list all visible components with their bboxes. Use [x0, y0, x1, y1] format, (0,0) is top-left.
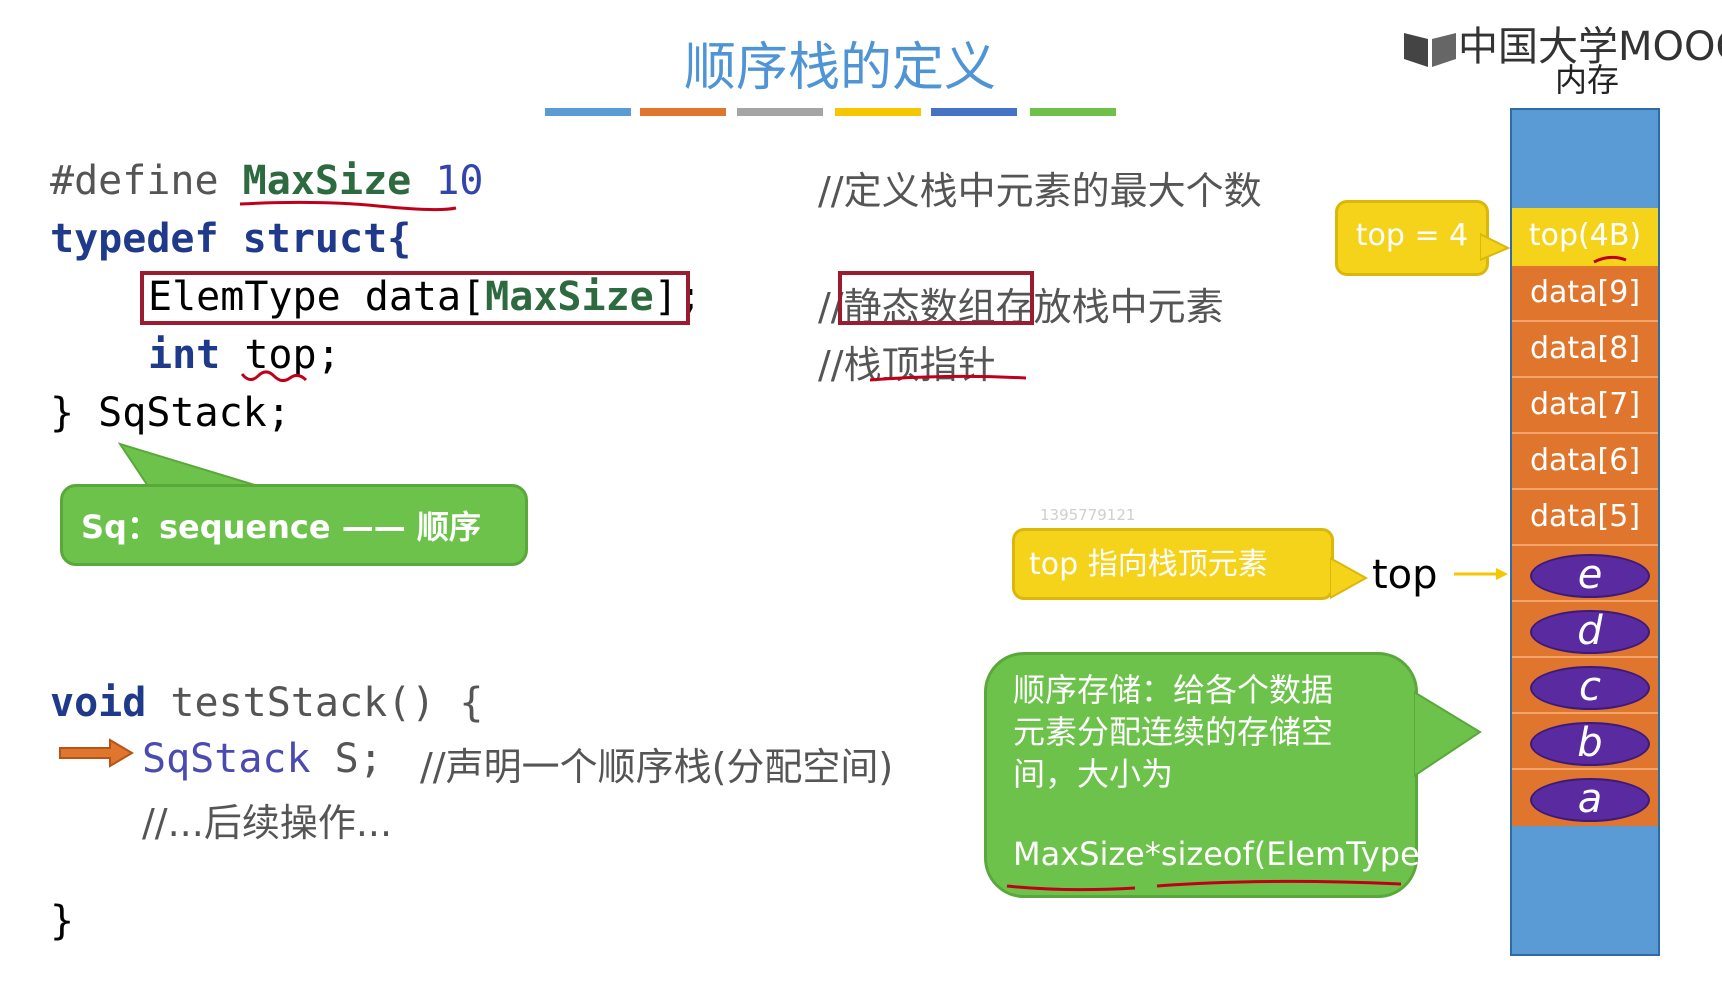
title-bar-segment [640, 108, 726, 116]
title-bar-segment [737, 108, 823, 116]
code-line-void: void testStack() { [50, 680, 484, 726]
memory-label: 内存 [1555, 61, 1620, 99]
arrow-right-icon [59, 738, 134, 768]
stack-element: d [1530, 610, 1650, 654]
code-line-close: } SqStack; [50, 390, 291, 436]
stack-cell-data: data[6] [1512, 434, 1658, 490]
code-line-final-brace: } [50, 898, 75, 944]
sq-callout-pointer [118, 442, 259, 487]
stack-cell-data: data[7] [1512, 378, 1658, 434]
static-array-highlight-box [838, 271, 1034, 325]
declare-var: S; [334, 736, 383, 782]
define-name: MaxSize [242, 158, 412, 204]
title-bar-segment [931, 108, 1017, 116]
stack-cell-top: top(4B) [1512, 208, 1658, 266]
title-bar-segment [1030, 108, 1116, 116]
define-keyword: #define [50, 158, 219, 204]
storage-callout-pointer [1414, 690, 1482, 778]
field-data: data [364, 274, 462, 320]
code-line-declare: SqStack S; [142, 736, 383, 782]
logo-text: 中国大学MOOC [1458, 24, 1722, 70]
title-bar-segment [545, 108, 631, 116]
storage-line-2: 元素分配连续的存储空 [1013, 713, 1334, 751]
define-comment: //定义栈中元素的最大个数 [818, 169, 1262, 213]
storage-formula: MaxSize*sizeof(ElemType) [1013, 835, 1433, 873]
function-name: testStack() { [170, 680, 484, 726]
top-comment-prefix: // [818, 343, 844, 387]
title-bar-segment [835, 108, 921, 116]
top-field-name: top [244, 332, 317, 378]
later-ops-comment: //...后续操作... [142, 801, 393, 845]
top-value-callout-pointer [1480, 232, 1510, 262]
void-keyword: void [50, 680, 147, 726]
define-value: 10 [435, 158, 484, 204]
stack-cell-data: data[5] [1512, 490, 1658, 546]
field-type: ElemType [148, 274, 341, 320]
top-value-callout: top = 4 [1335, 200, 1489, 276]
field-highlight-box [140, 271, 690, 325]
code-line-define: #define MaxSize 10 [50, 158, 484, 204]
top-comment-underlined: 栈顶指针 [843, 343, 996, 387]
sq-callout: Sq：sequence —— 顺序 [60, 484, 528, 566]
field-close-bracket: ]; [653, 274, 702, 320]
stack-element: b [1530, 722, 1650, 766]
storage-line-3: 间，大小为 [1013, 755, 1174, 793]
storage-line-1: 顺序存储：给各个数据 [1013, 671, 1334, 709]
mooc-logo: 中国大学MOOC [1402, 14, 1722, 72]
stack-element: e [1530, 554, 1650, 598]
storage-callout: 顺序存储：给各个数据 元素分配连续的存储空 间，大小为 MaxSize*size… [984, 652, 1433, 898]
stack-cell-data: data[8] [1512, 322, 1658, 378]
stack-cell-data: data[9] [1512, 266, 1658, 322]
top-comment: //栈顶指针 [818, 334, 996, 389]
code-line-typedef: typedef struct{ [50, 216, 412, 262]
field-open-bracket: [ [461, 274, 486, 320]
stack-element: c [1530, 666, 1650, 710]
top-label: top [1372, 552, 1438, 598]
field-maxsize: MaxSize [485, 274, 654, 320]
book-icon [1402, 29, 1458, 69]
top-semicolon: ; [316, 332, 341, 378]
top-pointer-callout-tail [1330, 556, 1369, 600]
top-arrow-icon [1454, 568, 1508, 580]
watermark: 1395779121 [1040, 506, 1136, 524]
code-line-top: int top; [148, 332, 341, 378]
code-line-field: ElemType data[MaxSize]; [148, 274, 702, 320]
declare-type: SqStack [142, 736, 311, 782]
stack-element: a [1530, 778, 1650, 822]
declare-comment: //声明一个顺序栈(分配空间) [420, 745, 894, 789]
page-title: 顺序栈的定义 [683, 38, 996, 98]
top-pointer-callout: top 指向栈顶元素 [1012, 528, 1334, 600]
int-keyword: int [148, 332, 221, 378]
